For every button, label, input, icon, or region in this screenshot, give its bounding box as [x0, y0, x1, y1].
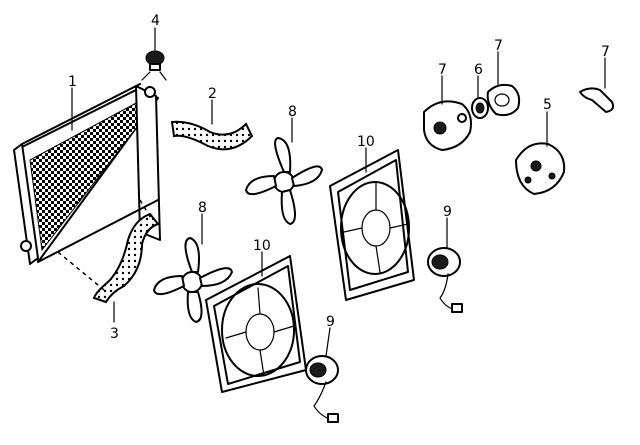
fan-shroud-upper — [329, 149, 415, 301]
lower-hose — [57, 199, 160, 304]
callout-1: 1 — [68, 74, 77, 90]
upper-hose — [170, 120, 254, 151]
callout-7-housing: 7 — [494, 38, 503, 54]
callout-7-outlet: 7 — [601, 44, 610, 60]
callout-10-lower: 10 — [253, 238, 271, 254]
thermostat-housing — [486, 83, 521, 117]
fan-blade-lower — [153, 237, 233, 323]
fan-blade-upper — [245, 137, 323, 225]
water-pump — [423, 100, 472, 151]
water-outlet — [579, 87, 615, 113]
callout-5: 5 — [543, 97, 552, 113]
fan-motor-lower — [305, 355, 339, 423]
callout-2: 2 — [208, 86, 217, 102]
leader-lines — [71, 27, 606, 357]
callout-6: 6 — [474, 62, 483, 78]
radiator-cap — [141, 50, 167, 81]
radiator — [13, 83, 161, 265]
callout-9-lower: 9 — [326, 314, 335, 330]
callout-9-upper: 9 — [443, 204, 452, 220]
callout-7-pump: 7 — [438, 62, 447, 78]
pump-housing — [515, 142, 566, 195]
thermostat — [471, 97, 489, 119]
fan-shroud-lower — [205, 255, 307, 393]
callout-4: 4 — [151, 13, 160, 29]
fan-motor-upper — [427, 247, 463, 313]
callout-10-upper: 10 — [357, 134, 375, 150]
callout-8-upper: 8 — [288, 104, 297, 120]
callout-3: 3 — [110, 326, 119, 342]
callout-8-lower: 8 — [198, 200, 207, 216]
